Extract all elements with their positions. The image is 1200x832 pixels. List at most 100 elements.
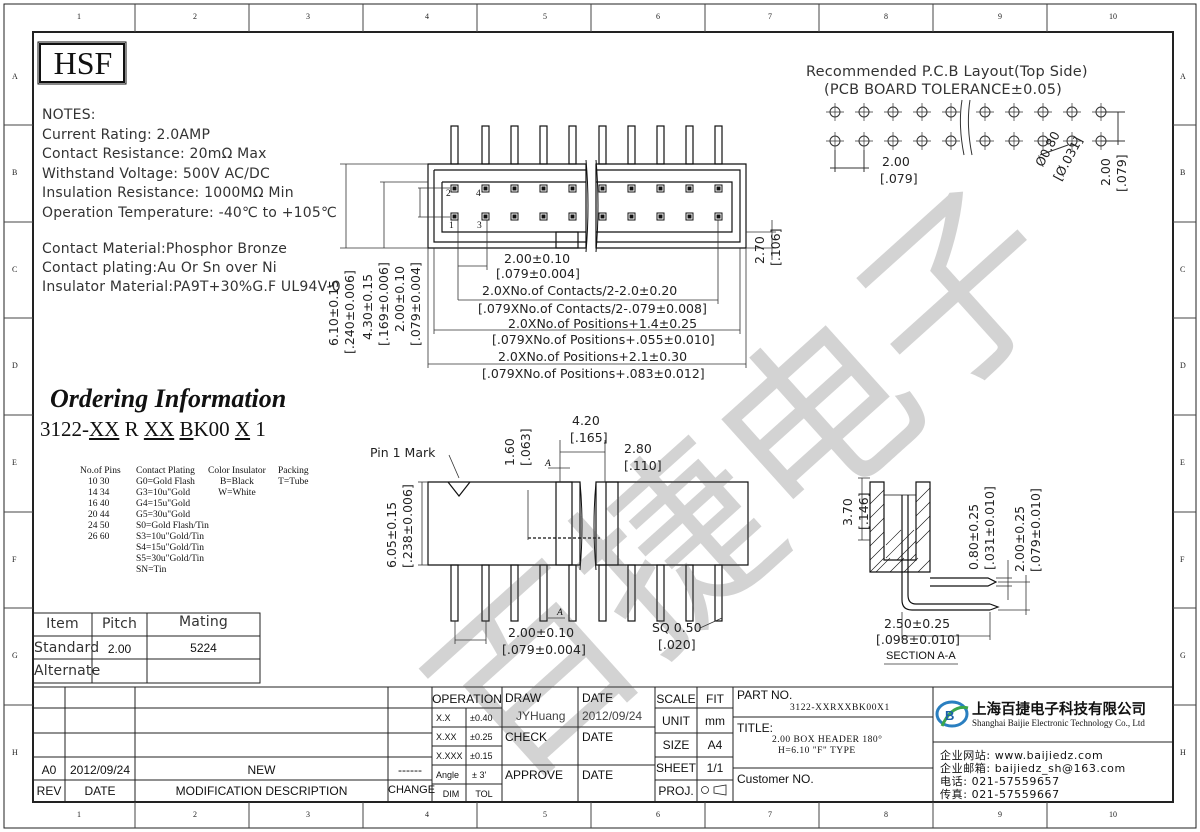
part-no-value: 3122-XXRXXBK00X1	[790, 703, 890, 713]
company-name-cn: 上海百捷电子科技有限公司	[972, 702, 1146, 718]
code-k00: K00	[193, 417, 235, 441]
tol-label: TOL	[475, 789, 493, 799]
dim-positions-outer: 2.0XNo.of Positions+2.1±0.30	[498, 349, 688, 364]
dim-section-2-00-in: [.079±0.010]	[1028, 488, 1043, 572]
ruler-row-a-right: A	[1180, 72, 1186, 81]
code-r: R	[119, 417, 144, 441]
section-mark-bottom: A	[557, 608, 563, 618]
dim-key-depth: 2.70	[752, 236, 767, 264]
pin-label-3: 3	[477, 221, 482, 231]
pcb-layout	[826, 99, 1125, 172]
dim-front-pitch: 2.00±0.10	[508, 625, 575, 640]
ruler-col-3-bottom: 3	[306, 810, 310, 819]
ruler-row-c: C	[12, 265, 18, 274]
tol-label-xxx: X.XX	[436, 732, 457, 742]
ruler-row-d-right: D	[1180, 361, 1186, 370]
ordering-code: 3122-XX R XX BK00 X 1	[40, 417, 266, 442]
material-plating: Contact plating:Au Or Sn over Ni	[42, 260, 277, 276]
company-logo-mark: B	[935, 700, 969, 728]
pin1-mark-label: Pin 1 Mark	[370, 445, 436, 460]
dim-front-1-60: 1.60	[502, 438, 517, 466]
rev-header: REV	[36, 784, 62, 798]
draw-label: DRAW	[505, 691, 542, 705]
date-label-approve: DATE	[582, 768, 614, 782]
rev-change: ------	[398, 763, 422, 777]
code-pins: XX	[89, 417, 120, 441]
modification-header: MODIFICATION DESCRIPTION	[175, 784, 348, 798]
mating-table-grid	[32, 612, 261, 684]
dim-front-pitch-in: [.079±0.004]	[502, 642, 586, 657]
dim-positions-inner: 2.0XNo.of Positions+1.4±0.25	[508, 316, 698, 331]
approve-label: APPROVE	[505, 768, 564, 782]
date-label-check: DATE	[582, 730, 614, 744]
scale-label: SCALE	[656, 692, 696, 706]
dim-contacts: 2.0XNo.of Contacts/2-2.0±0.20	[482, 283, 678, 298]
notes-block: NOTES: Current Rating: 2.0AMP Contact Re…	[42, 106, 337, 223]
dim-row-pitch: 2.00±0.10	[392, 265, 407, 332]
ruler-col-3: 3	[306, 12, 310, 21]
change-header: CHANGE	[388, 784, 436, 796]
plating-option: G4=15u"Gold	[136, 499, 191, 509]
rev-date: 2012/09/24	[69, 763, 131, 777]
section-dims	[858, 477, 1030, 665]
tol-label-xx: X.X	[436, 713, 451, 723]
check-label: CHECK	[505, 730, 548, 744]
ruler-row-c-right: C	[1180, 265, 1186, 274]
rev-a0: A0	[41, 763, 57, 777]
tol-value-xx: ±0.40	[470, 713, 493, 723]
ruler-row-f-right: F	[1180, 555, 1185, 564]
mating-header-pitch: Pitch	[101, 616, 138, 632]
packing-label: Packing	[278, 466, 309, 476]
dim-pin-square-in: [.020]	[658, 637, 696, 652]
tol-label-angle: Angle	[436, 770, 460, 780]
pin-label-1: 1	[449, 221, 454, 231]
material-insulator: Insulator Material:PA9T+30%G.F UL94V-0	[42, 279, 341, 295]
ruler-row-a: A	[12, 72, 18, 81]
part-no-label: PART NO.	[737, 688, 793, 702]
date-header: DATE	[84, 784, 116, 798]
pins-option: 10 30	[88, 477, 110, 487]
pins-option: 24 50	[88, 521, 110, 531]
dim-section-2-50: 2.50±0.25	[884, 616, 951, 631]
color-option: W=White	[218, 488, 256, 498]
ruler-row-b-right: B	[1180, 168, 1186, 177]
draw-date: 2012/09/24	[582, 709, 643, 723]
ruler-col-5-bottom: 5	[543, 810, 547, 819]
dim-height-total: 6.10±0.15	[326, 279, 341, 346]
title-line-2: H=6.10 "F" TYPE	[778, 746, 856, 756]
company-name-en: Shanghai Baijie Electronic Technology Co…	[972, 718, 1145, 728]
customer-no-label: Customer NO.	[737, 772, 814, 786]
dim-front-2-80-in: [.110]	[624, 458, 662, 473]
company-phone: 电话: 021-57559657	[940, 775, 1060, 788]
ruler-col-7-bottom: 7	[768, 810, 772, 819]
dim-key-depth-in: [.106]	[768, 228, 783, 266]
top-view-dims	[340, 163, 776, 368]
ruler-col-1: 1	[77, 12, 81, 21]
plating-option: S0=Gold Flash/Tin	[136, 521, 209, 531]
front-view-dims	[418, 440, 723, 644]
ruler-col-2-bottom: 2	[193, 810, 197, 819]
ruler-col-7: 7	[768, 12, 772, 21]
proj-label: PROJ.	[658, 784, 694, 798]
dim-section-3-70-in: [.146]	[856, 492, 871, 530]
ruler-col-5: 5	[543, 12, 547, 21]
ruler-row-e-right: E	[1180, 458, 1185, 467]
color-option: B=Black	[219, 477, 254, 487]
front-view	[427, 481, 749, 622]
ordering-plating: Contact Plating G0=Gold Flash G3=10u"Gol…	[136, 466, 209, 576]
dim-pitch-in: [.079±0.004]	[496, 266, 580, 281]
pins-option: 16 40	[88, 499, 110, 509]
pins-option: 14 34	[88, 488, 110, 498]
pcb-tolerance: (PCB BOARD TOLERANCE±0.05)	[824, 82, 1063, 98]
scale-value: FIT	[706, 692, 724, 706]
dim-pitch: 2.00±0.10	[504, 251, 571, 266]
code-packing: X	[234, 417, 251, 441]
pcb-title: Recommended P.C.B Layout(Top Side)	[806, 64, 1088, 80]
size-value: A4	[707, 738, 723, 752]
note-operation-temperature: Operation Temperature: -40℃ to +105℃	[42, 204, 337, 221]
dim-front-4-20: 4.20	[572, 413, 600, 428]
pins-option: 26 60	[88, 532, 110, 542]
ruler-col-6-bottom: 6	[656, 810, 660, 819]
draw-name: JYHuang	[516, 709, 566, 723]
mating-header-mating: Mating	[179, 614, 228, 630]
